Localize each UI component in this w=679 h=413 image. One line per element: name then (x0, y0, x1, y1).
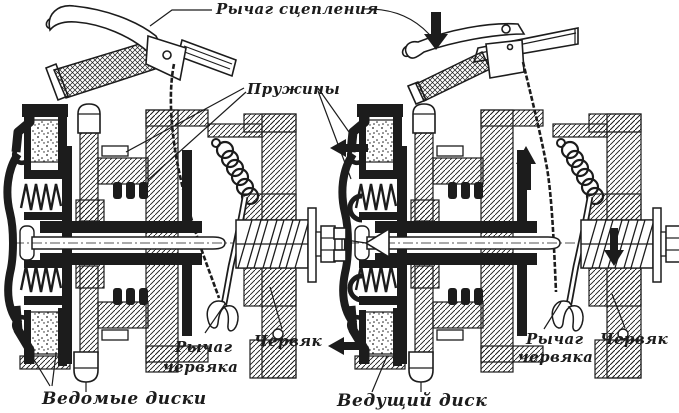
release-plate-curl (347, 193, 363, 223)
arrow-left-icon (328, 337, 366, 355)
pushrod-cone (364, 227, 390, 259)
left-clutch-lever (45, 5, 162, 54)
arrow-down-icon (604, 228, 624, 266)
right-clutch-section (328, 104, 577, 392)
right-handlebar-assembly (401, 12, 579, 293)
label-springs: Пружины (246, 80, 340, 98)
right-clutch-lever (401, 22, 526, 59)
leader-lines (32, 8, 626, 393)
left-clutch-cable (169, 63, 221, 299)
labels: Рычаг сцепления Пружины Рычаг червяка Че… (41, 0, 669, 411)
right-lever-pivot-block (485, 39, 525, 79)
label-driven-disks: Ведомые диски (41, 389, 207, 409)
left-pivot-bolt (162, 50, 172, 60)
label-worm-lever-left-line2: червяка (163, 358, 238, 376)
release-plate-curl (347, 273, 363, 303)
adjuster-nut (333, 249, 347, 262)
arrow-left-icon (330, 139, 368, 157)
right-worm-drive (516, 114, 679, 378)
label-driving-disk: Ведущий диск (336, 391, 487, 411)
label-worm-lever-left-line1: Рычаг (174, 338, 233, 356)
label-worm-lever-right-line2: червяка (518, 348, 593, 366)
label-clutch-lever: Рычаг сцепления (215, 0, 379, 18)
adjuster-nut (333, 227, 347, 240)
arrow-down-icon (424, 12, 448, 50)
left-grip (44, 41, 160, 102)
right-grip (406, 50, 491, 106)
label-worm-right: Червяк (600, 330, 669, 348)
right-pivot-bolt (501, 24, 511, 34)
left-handlebar-assembly (44, 5, 237, 299)
right-pivot-screw (506, 43, 514, 51)
arrow-up-icon (516, 146, 536, 190)
right-clutch-cable (521, 61, 558, 293)
label-worm-left: Червяк (254, 332, 323, 350)
label-worm-lever-right-line1: Рычаг (525, 330, 584, 348)
